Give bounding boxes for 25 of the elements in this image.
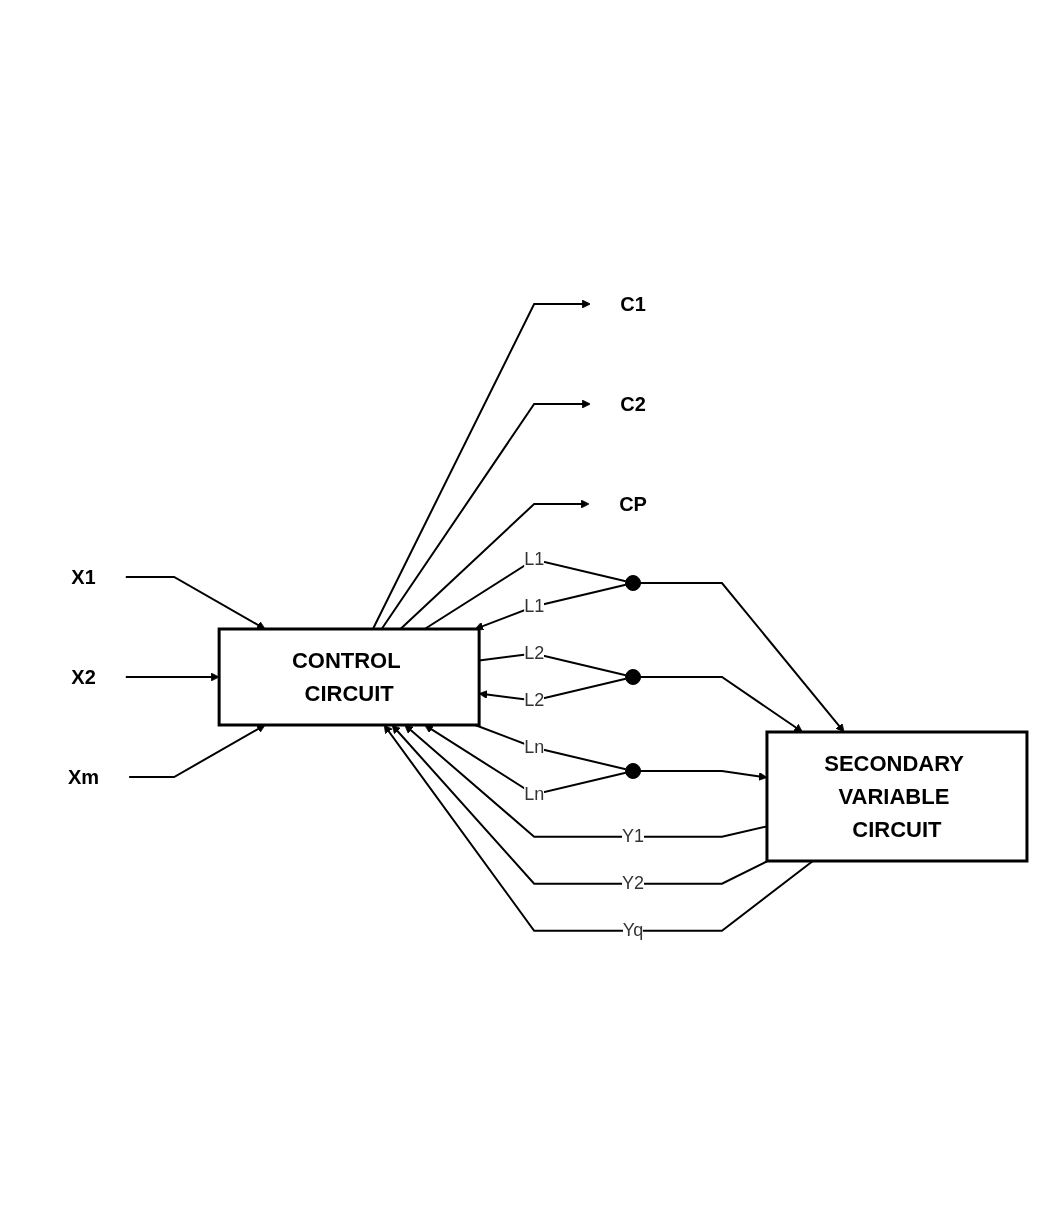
arrow: [127, 724, 266, 778]
edge-label: L2: [523, 689, 544, 710]
edge-label: Y1: [621, 826, 644, 847]
edge-label: L1: [523, 548, 544, 569]
node-circle: [624, 668, 641, 685]
node-text: X2: [70, 665, 96, 688]
edge-label: L1: [523, 595, 544, 616]
edge-label: Yq: [622, 920, 643, 941]
arrow: [639, 769, 767, 781]
edge-label: L2: [523, 642, 544, 663]
arrow: [383, 724, 814, 932]
edge-label: Ln: [523, 736, 544, 757]
node-text: CP: [618, 492, 647, 515]
arrow: [478, 677, 627, 702]
edge-label: Y2: [621, 873, 644, 894]
node-text: Xm: [67, 765, 99, 788]
node-text: C2: [619, 392, 646, 415]
node-box: CONTROL CIRCUIT: [217, 627, 481, 727]
node-circle: [624, 762, 641, 779]
node-box: SECONDARY VARIABLE CIRCUIT: [764, 730, 1028, 863]
node-text: X1: [70, 565, 96, 588]
arrow: [474, 583, 627, 631]
node-circle: [624, 574, 641, 591]
node-text: C1: [619, 292, 646, 315]
edge-label: Ln: [523, 783, 544, 804]
